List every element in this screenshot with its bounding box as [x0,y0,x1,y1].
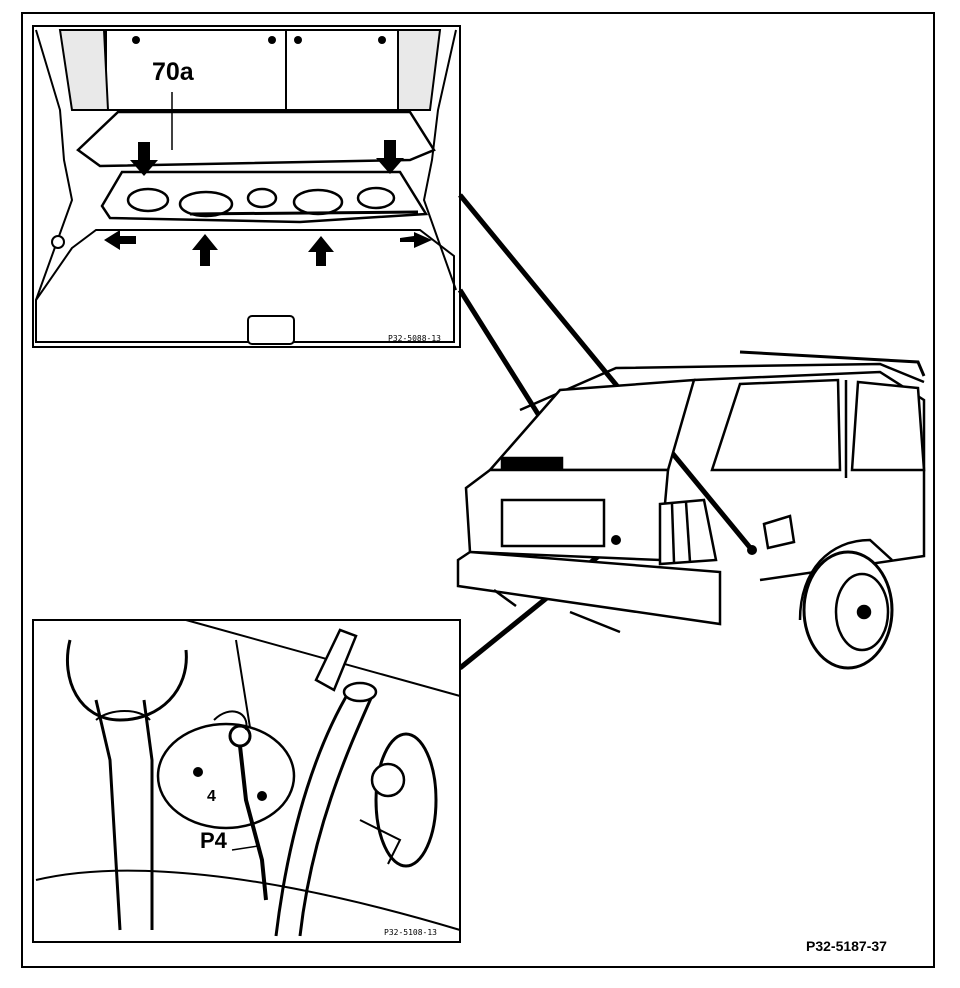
figure-code: P32-5187-37 [806,938,887,954]
bottom-inset-code: P32-5108-13 [384,928,437,937]
car-drawing [456,350,926,670]
top-inset-code: P32-5088-13 [388,334,441,343]
bottom-inset [32,619,461,943]
part-label-4: 4 [207,788,216,805]
top-inset [32,25,461,348]
outer-frame [21,12,935,968]
part-label-p4: P4 [200,828,227,853]
pointer-dots [611,535,757,555]
part-label-70a: 70a [152,58,194,86]
